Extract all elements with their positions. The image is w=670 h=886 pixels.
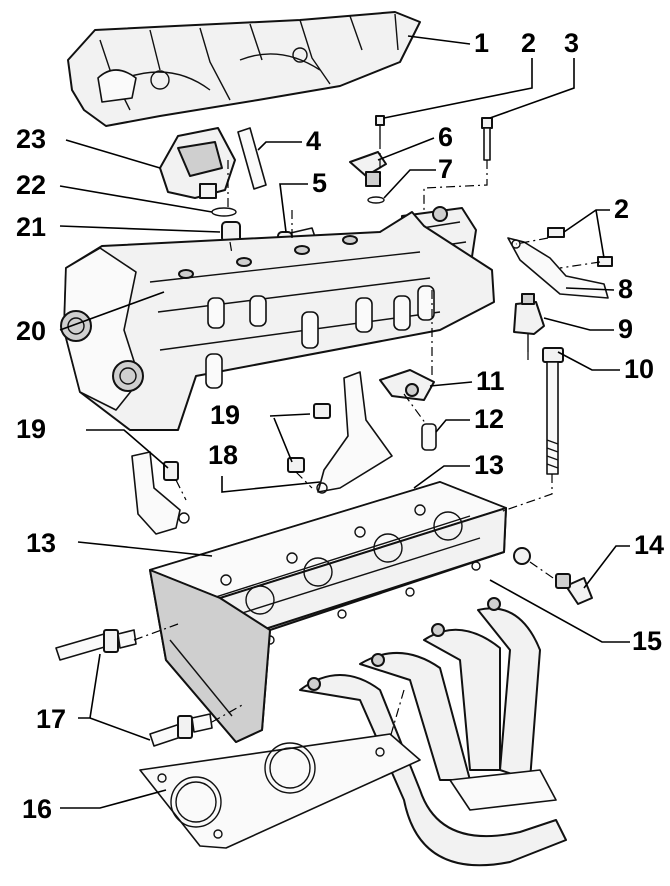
callout-6: 6: [438, 122, 453, 152]
callout-8: 8: [618, 274, 633, 304]
bolt-3: [481, 117, 493, 161]
pressure-switch-9: [513, 293, 545, 352]
assembly-axes: [133, 140, 601, 739]
callout-13-upper: 13: [474, 450, 504, 480]
callout-10: 10: [624, 354, 654, 384]
bracket-4: [237, 127, 267, 190]
stud-17-lower: [149, 713, 213, 747]
callout-22: 22: [16, 170, 46, 200]
callout-15: 15: [632, 626, 662, 656]
control-unit-23: [159, 127, 236, 199]
cylinder-head-cover: [67, 11, 421, 127]
head-gasket: [139, 733, 421, 849]
callout-12: 12: [474, 404, 504, 434]
stud-17-upper: [55, 629, 137, 661]
callout-2-right: 2: [614, 194, 629, 224]
bolt-2-right: [547, 227, 613, 267]
callout-7: 7: [438, 154, 453, 184]
callout-19-left: 19: [16, 414, 46, 444]
callout-numbers: 1 2 3 23 4 6 7 5 22 2 21 8 9 20 10 11 19…: [16, 28, 664, 824]
bolt-2-top: [375, 115, 385, 140]
seal-7: [367, 196, 385, 204]
bracket-8: [507, 237, 609, 299]
callout-9: 9: [618, 314, 633, 344]
callout-23: 23: [16, 124, 46, 154]
seal-ring-22: [211, 207, 237, 217]
sender-14: [555, 573, 593, 605]
callout-5: 5: [312, 168, 327, 198]
cylinder-head: [149, 481, 531, 743]
leader-lines: [59, 35, 630, 809]
callout-14: 14: [634, 530, 664, 560]
bolt-19-left: [163, 461, 179, 481]
callout-16: 16: [22, 794, 52, 824]
callout-17: 17: [36, 704, 66, 734]
head-bolt-10: [542, 347, 564, 475]
camshaft-housing: [60, 211, 495, 431]
callout-18: 18: [208, 440, 238, 470]
callout-2-top: 2: [521, 28, 536, 58]
callout-3: 3: [564, 28, 579, 58]
lifter-12: [421, 423, 437, 451]
bracket-18: [131, 371, 393, 535]
rocker-arm-11: [379, 369, 435, 401]
callout-20: 20: [16, 316, 46, 346]
exhaust-manifold: [299, 597, 567, 867]
callout-21: 21: [16, 212, 46, 242]
callout-13-lower: 13: [26, 528, 56, 558]
callout-1: 1: [474, 28, 489, 58]
callout-11: 11: [476, 366, 505, 396]
callout-19-mid: 19: [210, 400, 240, 430]
callout-4: 4: [306, 126, 321, 156]
